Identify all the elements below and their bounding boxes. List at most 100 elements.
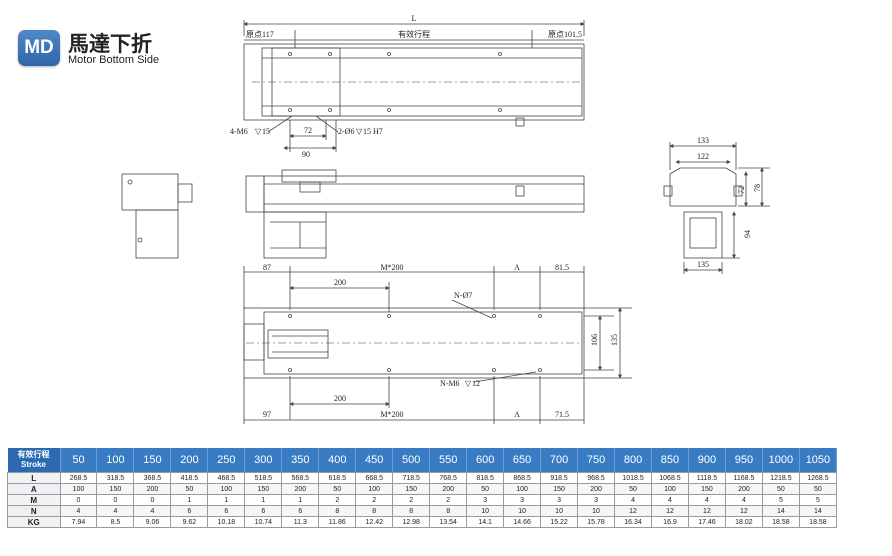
motor-end-view — [121, 173, 193, 259]
table-cell: 2 — [392, 494, 431, 506]
table-cell: 15.78 — [577, 516, 616, 528]
table-cell: 7.94 — [59, 516, 98, 528]
table-cell: 368.5 — [133, 472, 172, 484]
table-cell: 1 — [170, 494, 209, 506]
stroke-column-header: 550 — [429, 448, 468, 473]
table-cell: 8 — [429, 505, 468, 517]
table-cell: 4 — [59, 505, 98, 517]
dim-a-bottom: A — [514, 410, 520, 419]
table-cell: 1 — [244, 494, 283, 506]
screw-callout: 4-M6 — [230, 127, 248, 136]
dim-71-5: 71.5 — [555, 410, 569, 419]
table-cell: 12 — [614, 505, 652, 517]
stroke-header-cn: 有效行程 — [17, 450, 50, 459]
stroke-column-header: 1050 — [799, 448, 838, 473]
table-cell: 6 — [244, 505, 283, 517]
stroke-column-header: 300 — [244, 448, 283, 473]
dim-a-top: A — [514, 263, 520, 272]
table-cell: 6 — [207, 505, 246, 517]
table-cell: 4 — [724, 494, 763, 506]
table-cell: 100 — [651, 483, 689, 495]
stroke-header-en: Stroke — [21, 460, 46, 469]
stroke-column-header: 100 — [96, 448, 135, 473]
stroke-column-header: 50 — [60, 448, 98, 473]
table-cell: 100 — [355, 483, 394, 495]
table-cell: 50 — [318, 483, 357, 495]
table-cell: 11.3 — [281, 516, 320, 528]
origin-right-label: 原点101.5 — [548, 30, 582, 39]
table-cell: 50 — [466, 483, 505, 495]
dim-m200-bottom: M*200 — [380, 410, 403, 419]
table-cell: 200 — [281, 483, 320, 495]
row-label: N — [7, 505, 61, 517]
stroke-column-header: 650 — [503, 448, 542, 473]
table-cell: 718.5 — [392, 472, 431, 484]
table-cell: 5 — [761, 494, 800, 506]
table-cell: 968.5 — [577, 472, 616, 484]
table-cell: 10.18 — [207, 516, 246, 528]
table-cell: 468.5 — [207, 472, 246, 484]
stroke-column-header: 250 — [207, 448, 246, 473]
n-screw-callout: N-M6 — [440, 379, 460, 388]
dim-200-bottom: 200 — [334, 394, 346, 403]
svg-text:▽: ▽ — [465, 379, 472, 388]
row-label: KG — [7, 516, 61, 528]
svg-text:▽: ▽ — [255, 127, 262, 136]
row-label: A — [7, 483, 61, 495]
table-cell: 10 — [503, 505, 542, 517]
page-subtitle: Motor Bottom Side — [68, 54, 160, 66]
table-cell: 100 — [59, 483, 98, 495]
table-cell: 14 — [761, 505, 800, 517]
md-badge: MD — [18, 30, 60, 66]
table-cell: 18.58 — [798, 516, 838, 528]
dim-122: 122 — [697, 152, 709, 161]
dim-78: 78 — [753, 184, 762, 192]
table-cell: 8.5 — [96, 516, 135, 528]
pin-callout: 2-Ø6 — [338, 127, 354, 136]
table-cell: 0 — [133, 494, 172, 506]
table-cell: 818.5 — [466, 472, 505, 484]
dim-135-end: 135 — [697, 260, 709, 269]
table-cell: 17.46 — [687, 516, 726, 528]
table-cell: 200 — [429, 483, 468, 495]
table-cell: 150 — [96, 483, 135, 495]
stroke-column-header: 900 — [688, 448, 726, 473]
dim-97: 97 — [263, 410, 271, 419]
table-cell: 8 — [355, 505, 394, 517]
page-title: 馬達下折 — [68, 32, 152, 56]
table-cell: 12.98 — [392, 516, 431, 528]
row-label: M — [7, 494, 61, 506]
dim-L: L — [412, 14, 417, 23]
table-cell: 16.9 — [651, 516, 689, 528]
table-cell: 13.54 — [429, 516, 468, 528]
table-cell: 5 — [798, 494, 838, 506]
stroke-column-header: 500 — [392, 448, 431, 473]
table-cell: 10 — [540, 505, 579, 517]
table-cell: 268.5 — [59, 472, 98, 484]
table-cell: 1168.5 — [724, 472, 763, 484]
table-cell: 1068.5 — [651, 472, 689, 484]
dim-72-end: 72 — [737, 186, 746, 194]
table-cell: 3 — [466, 494, 505, 506]
origin-left-label: 原点117 — [246, 30, 274, 39]
table-cell: 318.5 — [96, 472, 135, 484]
n-screw-depth: 12 — [472, 379, 480, 388]
technical-drawing: L 原点117 有效行程 原点101.5 72 90 4-M6 ▽ 15 2-Ø… — [121, 14, 770, 424]
dim-106: 106 — [590, 334, 599, 346]
table-cell: 4 — [96, 505, 135, 517]
table-cell: 418.5 — [170, 472, 209, 484]
n-hole-callout: N-Ø7 — [454, 291, 472, 300]
table-cell: 6 — [281, 505, 320, 517]
stroke-column-header: 700 — [540, 448, 579, 473]
table-cell: 618.5 — [318, 472, 357, 484]
table-cell: 918.5 — [540, 472, 579, 484]
table-cell: 1018.5 — [614, 472, 652, 484]
stroke-label: 有效行程 — [398, 29, 430, 39]
table-cell: 8 — [318, 505, 357, 517]
table-cell: 3 — [540, 494, 579, 506]
table-cell: 568.5 — [281, 472, 320, 484]
